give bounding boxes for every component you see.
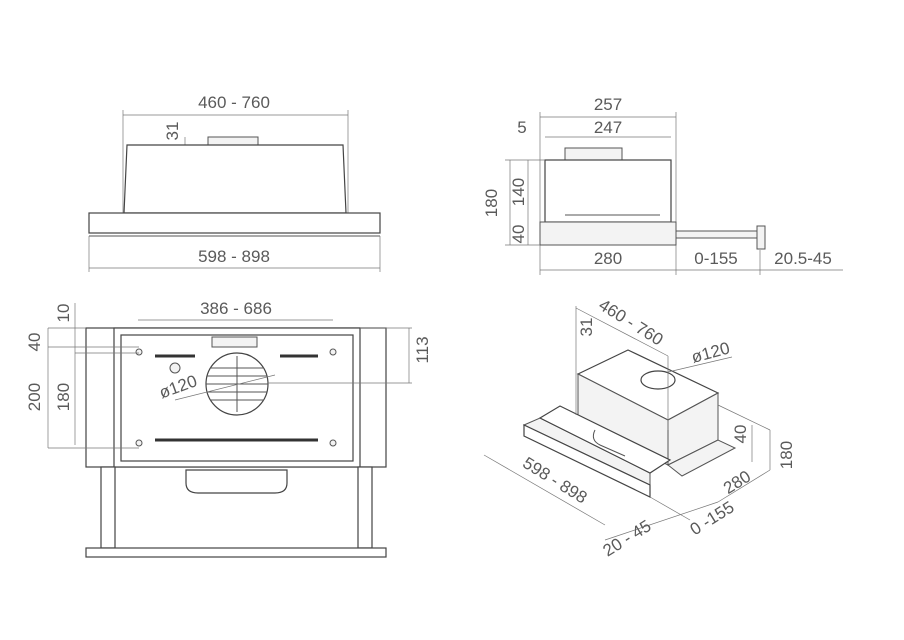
side-panel-depth-label: 280 xyxy=(594,249,622,268)
side-offset-label: 5 xyxy=(517,118,526,137)
iso-total-height-label: 180 xyxy=(777,441,796,469)
bottom-offset-40-label: 40 xyxy=(25,333,44,352)
iso-handle-label: 20 - 45 xyxy=(600,516,655,560)
side-body-depth-label: 247 xyxy=(594,118,622,137)
side-handle-label: 20.5-45 xyxy=(774,249,832,268)
bottom-outer-height-label: 200 xyxy=(25,383,44,411)
front-view: 460 - 760 31 598 - 898 xyxy=(88,93,381,272)
side-view: 257 247 5 180 140 40 280 0-155 20.5-45 xyxy=(482,95,843,275)
iso-width-label: 460 - 760 xyxy=(595,295,666,349)
iso-top-box-label: 31 xyxy=(577,318,596,337)
side-total-depth-label: 257 xyxy=(594,95,622,114)
side-total-height-label: 180 xyxy=(482,189,501,217)
bottom-view: 386 - 686 ø120 113 10 40 200 180 xyxy=(25,299,432,558)
iso-panel-height-label: 40 xyxy=(731,425,750,444)
bottom-outlet-offset-label: 113 xyxy=(413,336,432,363)
side-extension-label: 0-155 xyxy=(694,249,737,268)
front-panel-width-label: 598 - 898 xyxy=(198,247,270,266)
iso-outlet-diameter-label: ø120 xyxy=(689,338,731,366)
isometric-view: 460 - 760 31 ø120 40 180 280 598 - 898 2… xyxy=(483,295,796,560)
bottom-hole-height-label: 180 xyxy=(54,383,73,411)
bottom-hole-spacing-label: 386 - 686 xyxy=(200,299,272,318)
bottom-top-offset-label: 10 xyxy=(54,304,73,323)
front-top-box-label: 31 xyxy=(163,122,182,141)
front-width-label: 460 - 760 xyxy=(198,93,270,112)
side-body-height-label: 140 xyxy=(509,178,528,206)
side-panel-height-label: 40 xyxy=(509,225,528,244)
iso-depth-label: 280 xyxy=(720,467,754,498)
